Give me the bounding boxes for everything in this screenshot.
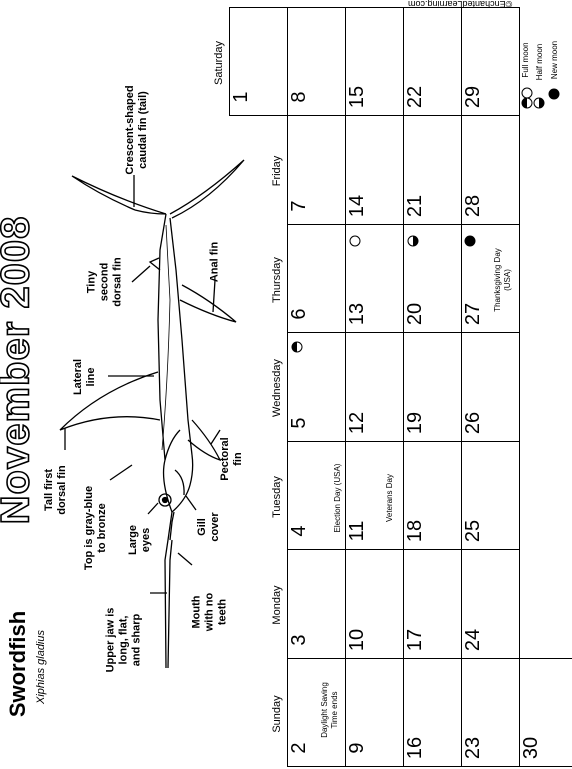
grid-line [519, 657, 572, 659]
grid-line [287, 440, 345, 442]
full-moon-icon [349, 235, 361, 247]
grid-line [403, 6, 404, 115]
grid-line [403, 549, 404, 658]
half-moon-icon [533, 97, 545, 109]
new-moon-icon [464, 235, 476, 247]
grid-line [345, 115, 403, 116]
grid-line [461, 6, 519, 8]
grid-line [403, 223, 404, 332]
grid-line [287, 549, 288, 658]
grid-line [345, 115, 346, 224]
grid-line [461, 440, 462, 549]
grid-line [461, 115, 462, 224]
grid-line [345, 223, 346, 332]
grid-line [519, 6, 520, 115]
label-second-dorsal-fin: Tiny second dorsal fin [85, 257, 124, 307]
grid-line [345, 657, 403, 659]
new-moon-icon [548, 88, 560, 100]
grid-line [287, 549, 345, 550]
label-pectoral-fin: Pectoral fin [219, 437, 244, 481]
label-caudal-fin: Crescent-shaped caudal fin (tail) [124, 85, 149, 175]
grid-line [461, 549, 462, 658]
grid-line [287, 440, 288, 549]
grid-line [461, 332, 462, 441]
label-lateral-line: Lateral line [72, 358, 97, 396]
label-first-dorsal-fin: Tall first dorsal fin [43, 465, 68, 515]
grid-line [519, 332, 520, 441]
grid-line [461, 657, 519, 659]
label-mouth: Mouth with no teeth [190, 592, 229, 632]
label-top-color: Top is gray-blue to bronze [83, 485, 108, 571]
grid-line [461, 223, 462, 332]
grid-line [403, 332, 404, 441]
half-moon-icon [521, 97, 533, 109]
grid-line [519, 223, 520, 332]
grid-line [461, 223, 519, 225]
label-upper-jaw: Upper jaw is long, flat, and sharp [104, 607, 143, 673]
grid-line [287, 223, 345, 225]
grid-line [345, 440, 346, 549]
grid-line [403, 440, 461, 442]
grid-line [461, 440, 519, 442]
grid-line [461, 657, 462, 766]
label-gill-cover: Gill cover [196, 512, 221, 542]
grid-line [287, 6, 288, 115]
half-moon-icon [407, 235, 419, 247]
grid-line [403, 115, 461, 116]
grid-line [287, 332, 345, 333]
grid-line [461, 549, 519, 550]
grid-line [345, 223, 403, 225]
grid-line [519, 440, 520, 549]
grid-line [345, 440, 403, 442]
grid-line [287, 115, 288, 224]
grid-line [403, 115, 404, 224]
grid-line [403, 657, 404, 766]
grid-line [287, 657, 345, 659]
grid-line [345, 6, 346, 115]
label-anal-fin: Anal fin [208, 241, 221, 283]
label-large-eyes: Large eyes [127, 525, 152, 555]
grid-line [461, 115, 519, 116]
grid-line [345, 657, 346, 766]
grid-line [287, 6, 345, 8]
grid-line [403, 223, 461, 225]
grid-line [229, 6, 287, 8]
grid-line [287, 657, 288, 766]
grid-line [403, 6, 461, 8]
grid-line [345, 549, 403, 550]
grid-line [519, 657, 520, 766]
grid-line [461, 6, 462, 115]
grid-line [403, 332, 461, 333]
half-moon-icon [291, 341, 303, 353]
grid-line [229, 6, 230, 115]
grid-line [519, 549, 520, 658]
grid-line [345, 332, 346, 441]
grid-line [403, 657, 461, 659]
grid-line [287, 115, 345, 116]
grid-line [345, 332, 403, 333]
grid-line [519, 115, 520, 224]
grid-line [287, 332, 288, 441]
grid-line [403, 549, 461, 550]
grid-line [287, 223, 288, 332]
grid-line [403, 440, 404, 549]
grid-line [345, 6, 403, 8]
grid-line [229, 115, 287, 116]
grid-line [461, 332, 519, 333]
grid-line [345, 549, 346, 658]
